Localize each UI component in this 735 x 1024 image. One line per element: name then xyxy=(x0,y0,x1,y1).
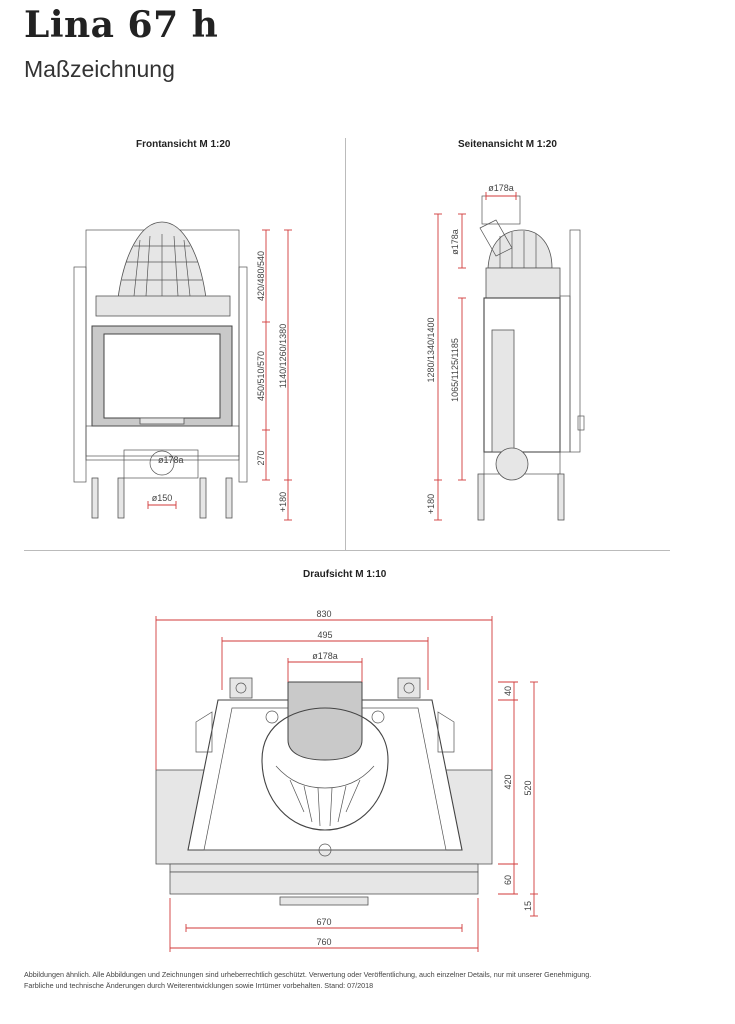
top-dim-520: 520 xyxy=(523,780,533,795)
top-dim-495: 495 xyxy=(317,630,332,640)
top-dim-60: 60 xyxy=(503,875,513,885)
page-subtitle: Maßzeichnung xyxy=(24,56,175,82)
front-bottom-flue xyxy=(149,450,175,476)
top-fan-blades xyxy=(289,779,361,827)
top-bracket-right xyxy=(397,677,421,699)
front-leg-1 xyxy=(91,477,99,519)
side-dome-fins xyxy=(499,231,537,268)
top-dim-830: 830 xyxy=(316,609,331,619)
top-dim-15: 15 xyxy=(523,901,533,911)
front-dim-base: 270 xyxy=(256,450,266,465)
footer-line-1: Abbildungen ähnlich. Alle Abbildungen un… xyxy=(24,970,592,979)
side-view-label: Seitenansicht M 1:20 xyxy=(458,139,557,150)
top-bolt-right xyxy=(371,710,385,724)
side-back-plate xyxy=(559,295,571,453)
front-dim-door: 450/510/570 xyxy=(256,351,266,401)
top-view-drawing: 830 495 ø178a 670 760 40 420 520 60 xyxy=(155,609,538,952)
front-leg-3 xyxy=(199,477,207,519)
front-leg-4 xyxy=(225,477,233,519)
front-leg-2 xyxy=(117,477,125,519)
side-rear-wall xyxy=(569,229,581,453)
front-dim-legs: +180 xyxy=(278,492,288,512)
top-dim-670: 670 xyxy=(316,917,331,927)
front-bottom-box xyxy=(123,449,199,479)
front-left-wing xyxy=(73,266,87,483)
side-bottom-flue xyxy=(495,447,529,481)
front-dome-fins xyxy=(133,234,191,297)
side-dim-legs: +180 xyxy=(426,494,436,514)
front-dim-bottom-dia: ø150 xyxy=(152,493,173,503)
side-dim-total: 1280/1340/1400 xyxy=(426,317,436,382)
side-leg-2 xyxy=(557,473,565,521)
front-view-drawing: 420/480/540 450/510/570 270 1140/1260/13… xyxy=(73,221,292,521)
side-flue-elbow xyxy=(479,219,513,257)
front-hood xyxy=(95,295,231,317)
front-dim-top: 420/480/540 xyxy=(256,251,266,301)
front-view-label: Frontansicht M 1:20 xyxy=(136,139,231,150)
front-dim-total: 1140/1260/1380 xyxy=(278,324,288,388)
top-bracket-left xyxy=(229,677,253,699)
front-dim-flue-dia: ø178a xyxy=(158,455,184,465)
top-dim-420: 420 xyxy=(503,774,513,789)
horizontal-divider xyxy=(24,550,670,551)
side-door-edge xyxy=(491,329,515,453)
top-fin-right xyxy=(437,711,455,753)
side-view-drawing: ø178a ø178a 1280/1340/1400 1065/1125/11 xyxy=(426,183,585,521)
top-flue-collar xyxy=(287,681,363,761)
top-dim-flue: ø178a xyxy=(312,651,338,661)
page-title: Lina 67 h xyxy=(24,4,219,46)
top-fan-arc xyxy=(275,765,375,789)
top-handle xyxy=(279,896,369,906)
side-dim-flue-side: ø178a xyxy=(450,229,460,255)
side-hood xyxy=(485,267,561,299)
front-door-glass xyxy=(103,333,221,419)
side-leg-1 xyxy=(477,473,485,521)
top-dim-760: 760 xyxy=(316,937,331,947)
front-door-handle xyxy=(139,417,185,425)
top-fan-ring xyxy=(261,707,389,831)
top-bolt-bottom xyxy=(318,843,332,857)
top-bolt-left xyxy=(265,710,279,724)
top-front-glass xyxy=(169,871,479,895)
top-front-plate xyxy=(169,863,479,873)
side-dim-flue-top: ø178a xyxy=(488,183,514,193)
vertical-divider xyxy=(345,138,346,550)
footer-line-2: Farbliche und technische Änderungen durc… xyxy=(24,981,374,990)
side-dim-inner: 1065/1125/1185 xyxy=(450,338,460,402)
side-flue-top xyxy=(481,195,521,225)
top-fin-left xyxy=(195,711,213,753)
side-dome xyxy=(487,229,553,269)
top-dim-40: 40 xyxy=(503,686,513,696)
side-rear-clip xyxy=(577,415,585,431)
front-lower-body xyxy=(85,425,240,457)
footer-disclaimer: Abbildungen ähnlich. Alle Abbildungen un… xyxy=(24,969,704,991)
top-view-label: Draufsicht M 1:10 xyxy=(303,569,387,580)
top-inner-body xyxy=(203,707,447,851)
front-right-wing xyxy=(238,266,248,483)
